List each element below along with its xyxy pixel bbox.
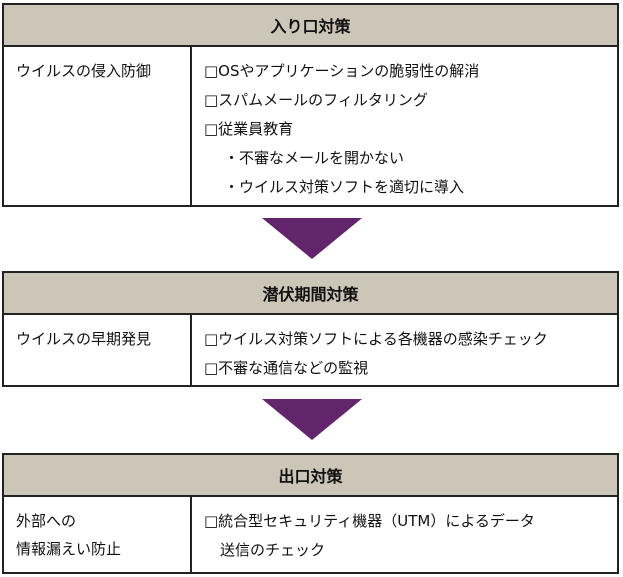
measure-item: □統合型セキュリティ機器（UTM）によるデータ xyxy=(204,512,535,530)
section-title: 潜伏期間対策 xyxy=(4,273,617,315)
measure-item: □従業員教育 xyxy=(204,120,294,138)
measure-list: □OSやアプリケーションの脆弱性の解消 □スパムメールのフィルタリング □従業員… xyxy=(192,47,617,205)
down-arrow-icon xyxy=(262,399,362,440)
down-arrow-icon xyxy=(262,218,362,259)
measure-list: □ウイルス対策ソフトによる各機器の感染チェック □不審な通信などの監視 xyxy=(192,315,617,385)
measure-list: □統合型セキュリティ機器（UTM）によるデータ 送信のチェック xyxy=(192,497,617,572)
category-label: 外部への 情報漏えい防止 xyxy=(4,497,192,572)
category-label: ウイルスの早期発見 xyxy=(4,315,192,385)
measure-item-continued: 送信のチェック xyxy=(220,541,326,559)
measure-item: □不審な通信などの監視 xyxy=(204,359,369,377)
measure-item: □スパムメールのフィルタリング xyxy=(204,91,428,109)
measure-subitem: ・ウイルス対策ソフトを適切に導入 xyxy=(224,178,465,196)
section-entry: 入り口対策 ウイルスの侵入防御 □OSやアプリケーションの脆弱性の解消 □スパム… xyxy=(2,3,619,207)
category-text: ウイルスの侵入防御 xyxy=(16,62,152,80)
category-text: 情報漏えい防止 xyxy=(16,540,122,558)
section-title: 入り口対策 xyxy=(4,5,617,47)
category-label: ウイルスの侵入防御 xyxy=(4,47,192,205)
section-exit: 出口対策 外部への 情報漏えい防止 □統合型セキュリティ機器（UTM）によるデー… xyxy=(2,453,619,574)
measure-item: □ウイルス対策ソフトによる各機器の感染チェック xyxy=(204,330,548,348)
section-incubation: 潜伏期間対策 ウイルスの早期発見 □ウイルス対策ソフトによる各機器の感染チェック… xyxy=(2,271,619,387)
measure-item: □OSやアプリケーションの脆弱性の解消 xyxy=(204,62,480,80)
section-title: 出口対策 xyxy=(4,455,617,497)
category-text: 外部への xyxy=(16,512,77,530)
category-text: ウイルスの早期発見 xyxy=(16,330,152,348)
measure-subitem: ・不審なメールを開かない xyxy=(224,149,405,167)
